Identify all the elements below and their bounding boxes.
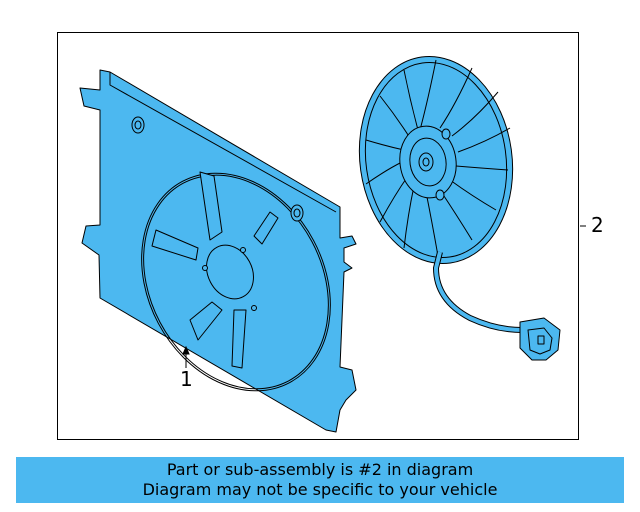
diagram-frame bbox=[57, 32, 579, 440]
leader-arrow-1 bbox=[182, 345, 190, 355]
fan-assembly bbox=[358, 55, 561, 361]
banner-line-1: Part or sub-assembly is #2 in diagram bbox=[166, 460, 474, 479]
callout-part-1: 1 bbox=[180, 367, 193, 391]
callout-part-2: 2 bbox=[591, 213, 604, 237]
banner-line-2: Diagram may not be specific to your vehi… bbox=[142, 480, 498, 499]
fan-shroud bbox=[79, 69, 357, 433]
info-banner: Part or sub-assembly is #2 in diagram Di… bbox=[16, 457, 624, 503]
